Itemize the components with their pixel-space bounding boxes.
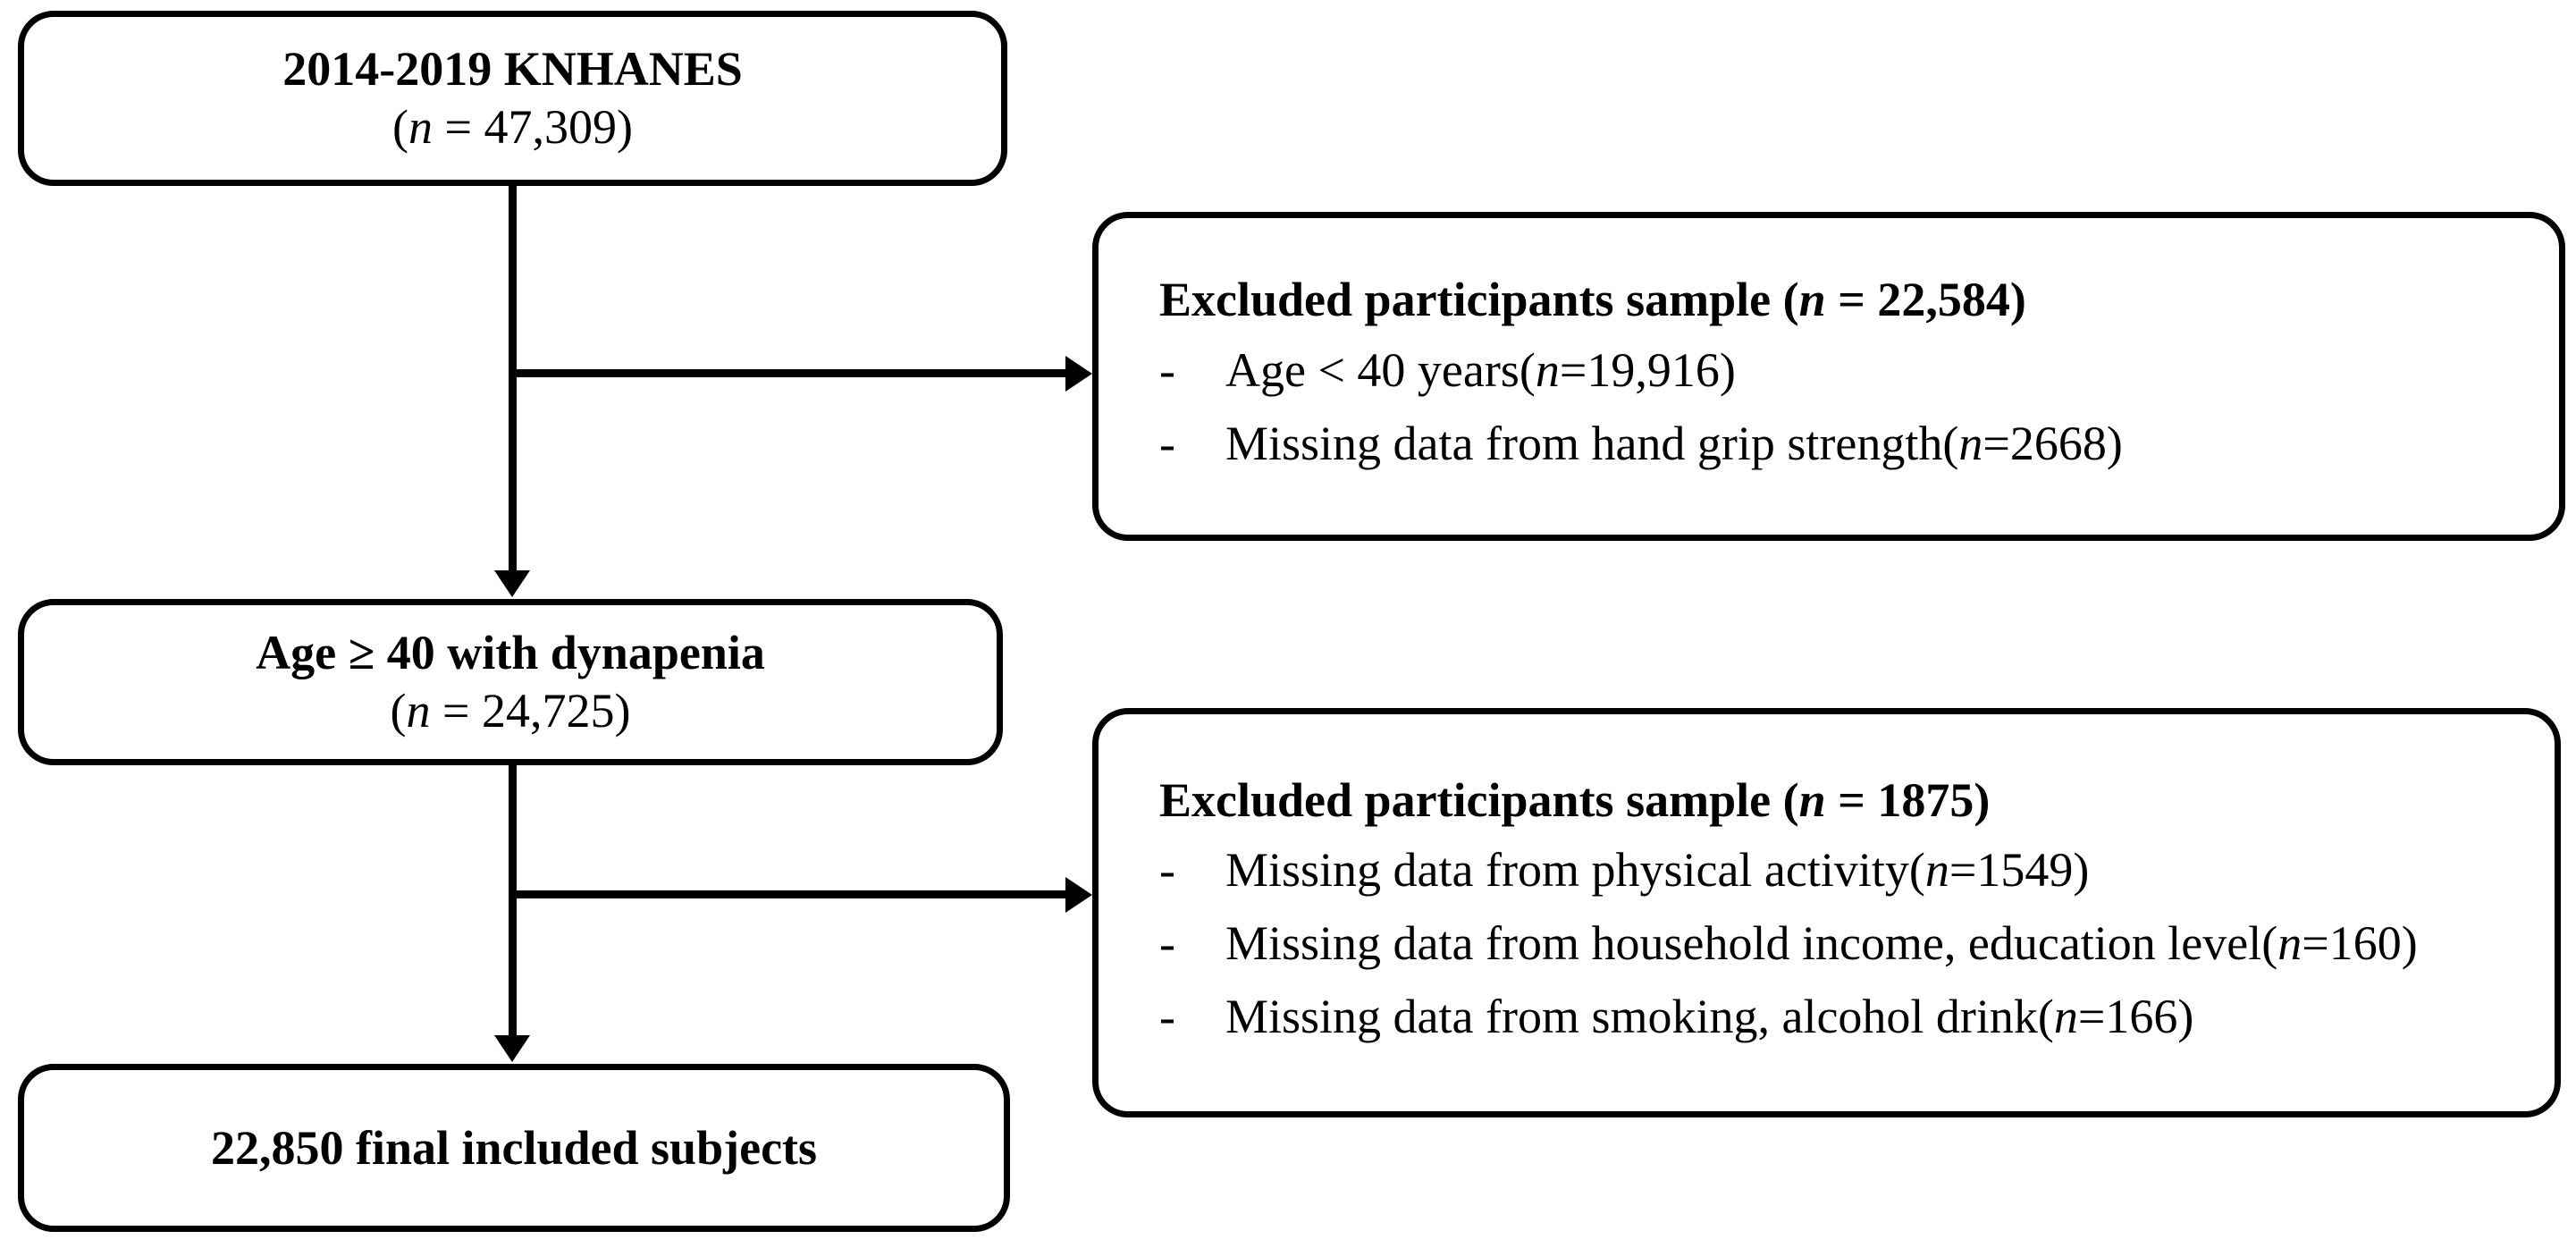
- bullet-dash-icon: -: [1159, 416, 1175, 470]
- node-source-cohort: 2014-2019 KNHANES (n = 47,309): [18, 11, 1007, 186]
- n-value: 19,916: [1587, 343, 1720, 398]
- node-final-cohort: 22,850 final included subjects: [18, 1064, 1010, 1232]
- arrowhead-right-excluded-2: [1065, 877, 1092, 913]
- equals: =: [1559, 343, 1587, 398]
- equals: =: [2302, 916, 2329, 970]
- n-symbol: n: [406, 684, 431, 738]
- n-symbol: n: [2053, 989, 2078, 1043]
- list-item: -Missing data from hand grip strength (n…: [1159, 416, 2559, 473]
- excluded-1-header-label: Excluded participants sample: [1159, 273, 1783, 327]
- paren-open: (: [1782, 273, 1799, 327]
- source-cohort-title: 2014-2019 KNHANES: [282, 42, 743, 97]
- paren-open: (: [2037, 989, 2054, 1043]
- equals: =: [1825, 772, 1878, 827]
- paren-open: (: [1908, 843, 1925, 898]
- n-symbol: n: [1958, 416, 1983, 470]
- list-item-text: Missing data from physical activity: [1225, 843, 1909, 898]
- list-item: -Missing data from household income, edu…: [1159, 915, 2555, 973]
- node-eligible-cohort: Age ≥ 40 with dynapenia (n = 24,725): [18, 599, 1003, 765]
- equals: =: [430, 684, 482, 738]
- paren-open: (: [392, 100, 409, 154]
- n-value: 47,309: [484, 100, 617, 154]
- equals: =: [1949, 843, 1977, 898]
- list-item-text: Age < 40 years: [1225, 343, 1520, 398]
- paren-close: ): [2009, 273, 2026, 327]
- paren-open: (: [1942, 416, 1959, 470]
- bullet-dash-icon: -: [1159, 843, 1175, 898]
- paren-open: (: [2261, 916, 2278, 970]
- list-item-text: Missing data from household income, educ…: [1225, 916, 2262, 970]
- paren-close: ): [2073, 843, 2090, 898]
- paren-close: ): [616, 100, 633, 154]
- n-value: 24,725: [481, 684, 615, 738]
- arrowhead-down-eligible: [494, 570, 530, 597]
- node-excluded-participants-1: Excluded participants sample (n = 22,584…: [1092, 212, 2565, 541]
- paren-close: ): [614, 684, 631, 738]
- connector-source-to-eligible: [509, 186, 517, 572]
- source-cohort-count: (n = 47,309): [392, 98, 633, 156]
- final-cohort-title: 22,850 final included subjects: [210, 1120, 818, 1175]
- equals: =: [2077, 989, 2106, 1043]
- paren-close: ): [1974, 772, 1991, 827]
- paren-close: ): [1719, 343, 1736, 398]
- connector-eligible-to-final: [509, 765, 517, 1037]
- equals: =: [1825, 273, 1878, 327]
- list-item-text: Missing data from smoking, alcohol drink: [1225, 989, 2038, 1043]
- n-symbol: n: [1798, 273, 1826, 327]
- n-symbol: n: [1924, 843, 1949, 898]
- n-symbol: n: [2277, 916, 2302, 970]
- arrowhead-down-final: [494, 1035, 530, 1062]
- paren-close: ): [2106, 416, 2123, 470]
- equals: =: [433, 100, 484, 154]
- eligible-cohort-title: Age ≥ 40 with dynapenia: [256, 626, 765, 680]
- paren-close: ): [2401, 916, 2418, 970]
- eligible-cohort-count: (n = 24,725): [391, 682, 631, 740]
- n-value: 1875: [1877, 772, 1974, 827]
- list-item-text: Missing data from hand grip strength: [1225, 416, 1943, 470]
- paren-open: (: [1519, 343, 1536, 398]
- equals: =: [1983, 416, 2010, 470]
- list-item: -Missing data from smoking, alcohol drin…: [1159, 989, 2555, 1046]
- n-value: 22,584: [1877, 273, 2010, 327]
- excluded-2-header: Excluded participants sample (n = 1875): [1159, 772, 2555, 830]
- n-value: 2668: [2009, 416, 2107, 470]
- paren-open: (: [390, 684, 407, 738]
- list-item: -Missing data from physical activity (n …: [1159, 842, 2555, 899]
- n-symbol: n: [1798, 772, 1826, 827]
- node-excluded-participants-2: Excluded participants sample (n = 1875) …: [1092, 708, 2561, 1117]
- list-item: -Age < 40 years (n = 19,916): [1159, 342, 2559, 400]
- n-value: 1549: [1976, 843, 2074, 898]
- paren-open: (: [1782, 772, 1799, 827]
- excluded-2-header-label: Excluded participants sample: [1159, 772, 1783, 827]
- excluded-1-header: Excluded participants sample (n = 22,584…: [1159, 272, 2559, 329]
- n-value: 166: [2105, 989, 2178, 1043]
- bullet-dash-icon: -: [1159, 989, 1175, 1043]
- bullet-dash-icon: -: [1159, 916, 1175, 970]
- paren-close: ): [2177, 989, 2194, 1043]
- connector-branch-excluded-2: [509, 890, 1067, 898]
- arrowhead-right-excluded-1: [1065, 356, 1092, 392]
- n-symbol: n: [1535, 343, 1560, 398]
- bullet-dash-icon: -: [1159, 343, 1175, 398]
- n-value: 160: [2328, 916, 2402, 970]
- n-symbol: n: [408, 100, 434, 154]
- connector-branch-excluded-1: [509, 369, 1067, 377]
